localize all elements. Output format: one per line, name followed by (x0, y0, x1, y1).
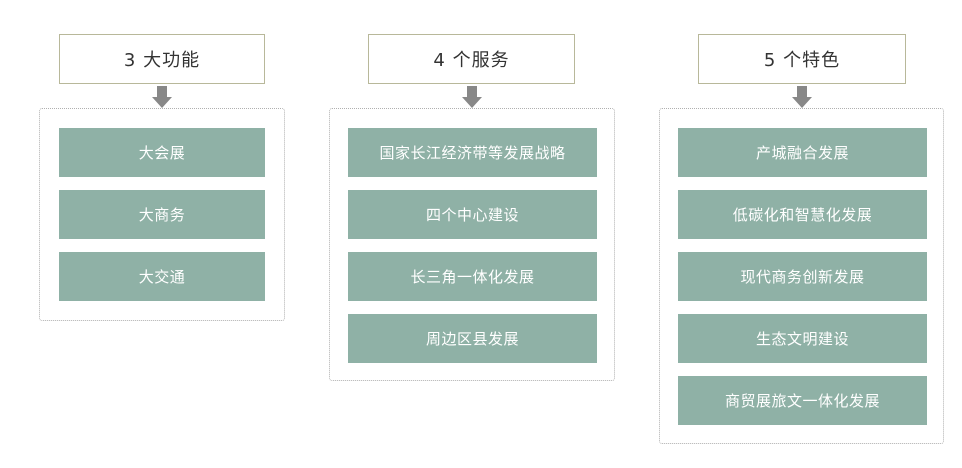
column-header-features: 5 个特色 (698, 34, 906, 84)
list-item: 四个中心建设 (348, 190, 597, 239)
column-title: 4 个服务 (433, 50, 510, 71)
down-arrow-icon (792, 86, 812, 110)
list-item: 商贸展旅文一体化发展 (678, 376, 927, 425)
items-panel-features: 产城融合发展 低碳化和智慧化发展 现代商务创新发展 生态文明建设 商贸展旅文一体… (659, 108, 944, 444)
list-item: 大商务 (59, 190, 265, 239)
list-item: 生态文明建设 (678, 314, 927, 363)
list-item: 大交通 (59, 252, 265, 301)
column-title: 3 大功能 (123, 50, 201, 71)
column-title: 5 个特色 (763, 50, 841, 71)
list-item: 产城融合发展 (678, 128, 927, 177)
list-item: 大会展 (59, 128, 265, 177)
list-item: 国家长江经济带等发展战略 (348, 128, 597, 177)
items-panel-services: 国家长江经济带等发展战略 四个中心建设 长三角一体化发展 周边区县发展 (329, 108, 615, 381)
list-item: 低碳化和智慧化发展 (678, 190, 927, 239)
list-item: 现代商务创新发展 (678, 252, 927, 301)
down-arrow-icon (152, 86, 172, 110)
column-header-services: 4 个服务 (368, 34, 575, 84)
down-arrow-icon (462, 86, 482, 110)
list-item: 长三角一体化发展 (348, 252, 597, 301)
list-item: 周边区县发展 (348, 314, 597, 363)
items-panel-functions: 大会展 大商务 大交通 (39, 108, 285, 321)
column-header-functions: 3 大功能 (59, 34, 265, 84)
